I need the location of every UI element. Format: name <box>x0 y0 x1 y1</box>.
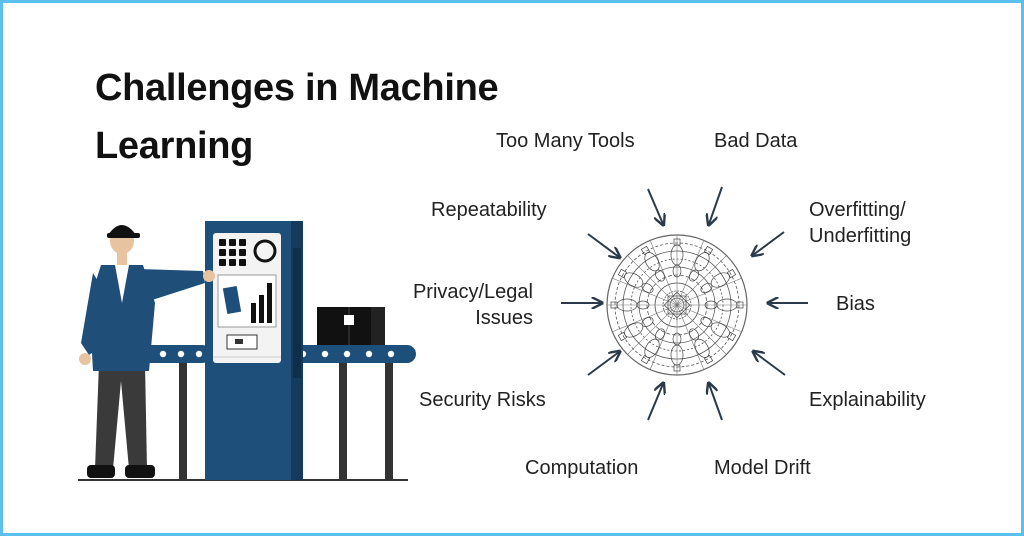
label-model-drift: Model Drift <box>714 457 811 479</box>
label-privacy-line1: Privacy/Legal <box>412 281 533 303</box>
worker-figure <box>79 225 215 478</box>
arrow-repeatability <box>587 233 619 257</box>
boxes-on-conveyor <box>317 307 385 345</box>
label-security-risks: Security Risks <box>419 389 546 411</box>
arrow-security <box>587 352 619 376</box>
label-repeatability: Repeatability <box>431 199 547 221</box>
hard-hat-icon <box>108 225 136 235</box>
label-privacy-legal: Privacy/Legal Issues <box>395 279 533 331</box>
arrow-overfitting <box>753 231 785 255</box>
label-overfitting-line2: Underfitting <box>809 225 912 247</box>
arrow-too-many-tools <box>647 188 663 224</box>
arrow-computation <box>647 384 663 421</box>
ml-hub-mandala-icon <box>606 234 748 376</box>
label-overfitting: Overfitting/ Underfitting <box>809 197 911 249</box>
machine <box>205 221 303 480</box>
worker-machine-illustration <box>78 221 416 481</box>
label-privacy-line2: Issues <box>475 307 533 329</box>
label-too-many-tools: Too Many Tools <box>496 130 635 152</box>
arrow-bad-data <box>709 186 723 224</box>
dial-icon <box>253 239 277 263</box>
page-title: Challenges in Machine Learning <box>95 67 499 167</box>
arrow-model-drift <box>709 384 723 421</box>
arrows-layer <box>561 186 808 421</box>
label-overfitting-line1: Overfitting/ <box>809 199 906 221</box>
label-explainability: Explainability <box>809 389 926 411</box>
label-bad-data: Bad Data <box>714 130 798 152</box>
label-computation: Computation <box>525 457 639 479</box>
arrow-explainability <box>754 352 786 376</box>
label-bias: Bias <box>836 293 875 315</box>
conveyor-right <box>288 345 416 480</box>
